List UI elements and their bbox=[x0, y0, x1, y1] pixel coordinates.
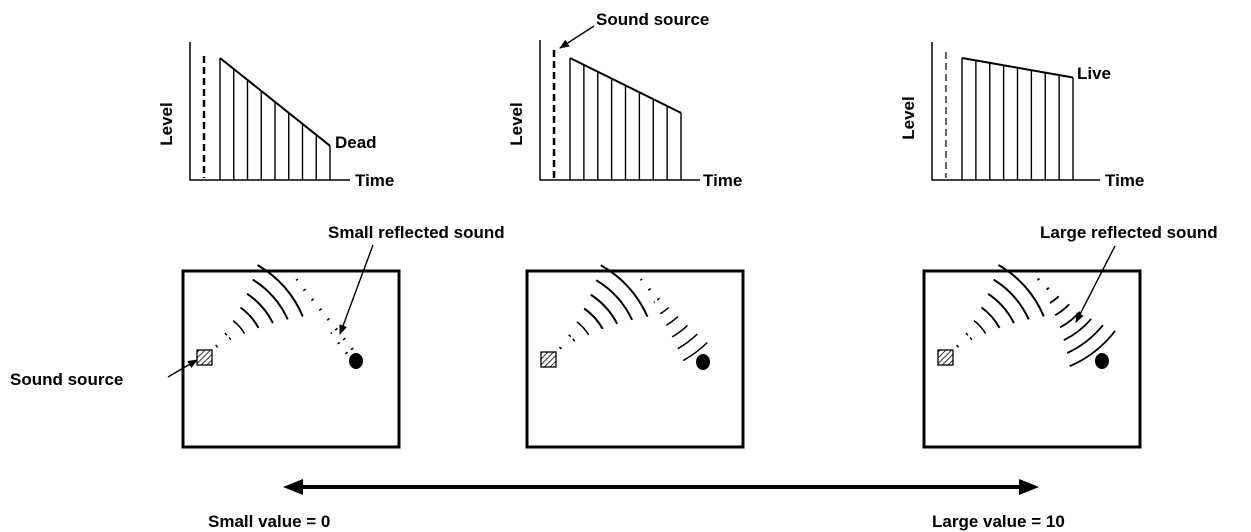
sound-waves-medium bbox=[558, 264, 708, 362]
direct-wave bbox=[583, 307, 604, 330]
level-axis-label: Level bbox=[507, 102, 526, 145]
room-medium bbox=[525, 264, 745, 449]
sound-source-box bbox=[196, 349, 213, 366]
direct-wave bbox=[993, 278, 1030, 320]
sound-source-box bbox=[937, 349, 954, 366]
direct-wave bbox=[980, 306, 1001, 329]
live-label: Live bbox=[1077, 64, 1111, 83]
direct-wave bbox=[239, 306, 260, 329]
reflected-wave bbox=[677, 333, 698, 350]
level-axis-label: Level bbox=[899, 96, 918, 139]
sound-waves-small bbox=[215, 264, 354, 356]
direct-wave bbox=[568, 334, 576, 343]
sound-source-pointer-left bbox=[167, 359, 198, 378]
decay-envelope bbox=[569, 57, 682, 114]
reflected-wave bbox=[1069, 330, 1116, 368]
reflected-wave bbox=[646, 288, 652, 292]
sound-source-box bbox=[540, 351, 557, 368]
reflected-wave bbox=[1063, 318, 1092, 342]
reflected-wave bbox=[316, 308, 323, 313]
time-axis-label: Time bbox=[703, 171, 742, 190]
decay-graph-medium: Level Time Sound source bbox=[507, 10, 742, 190]
reflected-wave bbox=[337, 337, 346, 345]
decay-bars-medium bbox=[569, 57, 682, 180]
reflected-wave bbox=[659, 306, 670, 315]
reflected-wave bbox=[295, 278, 299, 282]
direct-wave bbox=[595, 279, 634, 321]
direct-wave bbox=[252, 278, 289, 320]
decay-envelope bbox=[961, 57, 1074, 79]
sound-source-pointer-top bbox=[559, 25, 595, 49]
decay-bars-dead bbox=[219, 57, 331, 180]
direct-wave bbox=[965, 332, 973, 341]
direct-wave bbox=[558, 346, 563, 351]
large-reflected-sound-label: Large reflected sound bbox=[1040, 223, 1218, 242]
direct-wave bbox=[576, 321, 590, 336]
direct-wave bbox=[232, 320, 246, 334]
small-value-label: Small value = 0 bbox=[208, 512, 330, 531]
direct-wave bbox=[987, 292, 1015, 324]
listener-dot bbox=[696, 354, 710, 370]
decay-bars-live bbox=[961, 57, 1074, 180]
reflected-wave bbox=[1043, 287, 1050, 293]
reflected-wave bbox=[343, 347, 354, 356]
reflected-wave bbox=[1059, 311, 1081, 329]
direct-wave bbox=[956, 344, 960, 349]
direct-wave bbox=[973, 320, 987, 334]
reflected-wave bbox=[639, 278, 643, 281]
direct-wave bbox=[256, 264, 304, 317]
time-axis-label: Time bbox=[355, 171, 394, 190]
small-reflected-sound-label: Small reflected sound bbox=[328, 223, 505, 242]
room-large bbox=[922, 264, 1142, 449]
decay-envelope bbox=[219, 57, 331, 147]
sound-source-label-left: Sound source bbox=[10, 370, 123, 389]
time-axis-label: Time bbox=[1105, 171, 1144, 190]
direct-wave bbox=[215, 344, 219, 349]
sound-waves-large bbox=[956, 264, 1116, 368]
direct-wave bbox=[224, 332, 232, 341]
level-axis-label: Level bbox=[157, 102, 176, 145]
reflected-wave bbox=[666, 316, 679, 326]
reflected-wave bbox=[309, 298, 315, 303]
direct-wave bbox=[600, 264, 649, 318]
reflected-wave bbox=[682, 341, 708, 362]
dead-label: Dead bbox=[335, 133, 377, 152]
reflected-wave bbox=[1054, 303, 1070, 316]
reflected-wave bbox=[1049, 295, 1060, 304]
reflected-wave bbox=[302, 288, 307, 292]
decay-graph-live: Level Time Live bbox=[899, 42, 1144, 190]
reflected-wave bbox=[330, 327, 338, 334]
large-value-label: Large value = 10 bbox=[932, 512, 1065, 531]
direct-wave bbox=[997, 264, 1045, 317]
small-reflected-pointer bbox=[339, 244, 374, 335]
sound-source-label-top: Sound source bbox=[596, 10, 709, 29]
direct-wave bbox=[590, 293, 619, 325]
reflected-wave bbox=[1036, 277, 1041, 281]
reflected-wave bbox=[671, 324, 689, 338]
large-reflected-pointer bbox=[1075, 245, 1116, 323]
value-scale-arrow bbox=[283, 479, 1039, 495]
reflected-wave bbox=[653, 297, 661, 304]
listener-dot bbox=[1095, 353, 1109, 369]
reflected-wave bbox=[323, 317, 330, 324]
room-small bbox=[181, 264, 401, 449]
decay-graph-dead: Level Time Dead bbox=[157, 42, 394, 190]
reflected-wave bbox=[1066, 324, 1104, 354]
direct-wave bbox=[246, 292, 274, 324]
listener-dot bbox=[349, 353, 363, 369]
